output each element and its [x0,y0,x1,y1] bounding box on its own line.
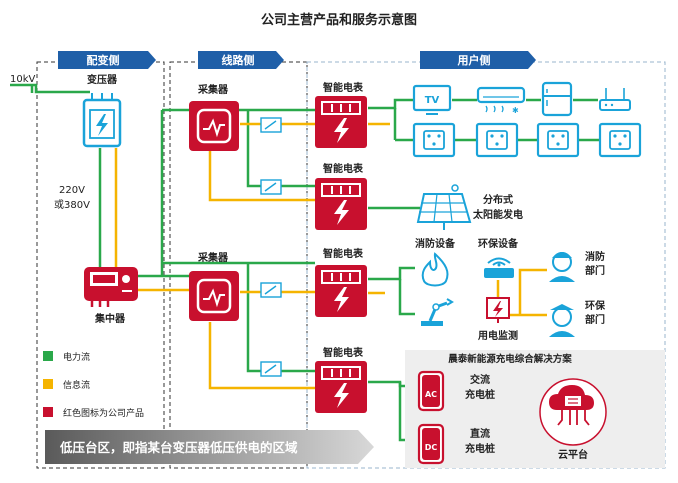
ac-icon-text: AC [425,390,437,399]
ev-solution-panel [405,350,665,468]
fire-dept-label-2: 部门 [585,264,605,277]
officer-icon [549,304,575,337]
env-equipment-label: 环保设备 [478,237,519,250]
env-dept-label-1: 环保 [585,299,606,312]
power-monitor-icon [486,297,510,323]
legend-info-swatch [43,379,53,389]
dc-icon-text: DC [425,443,438,452]
fire-equipment-label: 消防设备 [415,237,456,250]
meter-4-label: 智能电表 [323,346,364,359]
collector-2-label: 采集器 [197,251,229,264]
router-icon [599,88,631,111]
outlet-icon [536,122,580,158]
collector-2-icon [187,269,241,323]
lightning-icon [96,114,108,136]
line-header-label: 线路侧 [222,53,255,67]
solar-label-1: 分布式 [483,193,513,206]
transformer-label: 变压器 [87,73,118,86]
outlet-icon [598,122,642,158]
meter-3-icon [314,264,368,318]
switch-icon [260,117,282,133]
outlet-icon [475,122,519,158]
substation-header-label: 配变侧 [87,53,120,67]
ac-charger-icon: AC [417,370,445,412]
power-monitor-label: 用电监测 [477,329,518,342]
cloud-platform-icon [539,378,607,446]
ac-pile-label-1: 交流 [470,373,490,386]
outlet-icon [412,122,456,158]
meter-4-icon [314,360,368,414]
collector-1-icon [187,99,241,153]
air-conditioner-icon: ✱ [476,86,526,115]
robot-arm-icon [421,298,454,326]
user-header-label: 用户侧 [458,53,491,67]
legend: 电力流 信息流 红色图标为公司产品 [43,351,144,419]
fire-dept-label-1: 消防 [585,250,605,263]
transformer [82,93,122,148]
dc-pile-label-2: 充电桩 [465,442,495,455]
user-header: 用户侧 [420,51,536,69]
legend-red-label: 红色图标为公司产品 [63,407,144,419]
legend-red-swatch [43,407,53,417]
meter-3-label: 智能电表 [323,247,364,260]
voltage-out-label-1: 220V [59,185,85,196]
concentrator-label: 集中器 [94,312,126,325]
dc-charger-icon: DC [417,423,445,465]
legend-info-label: 信息流 [63,379,90,391]
legend-power-swatch [43,351,53,361]
voltage-out-label-2: 或380V [54,199,90,211]
banner-text: 低压台区，即指某台变压器低压供电的区域 [59,440,298,455]
refrigerator-icon [541,81,573,117]
meter-2-icon [314,177,368,231]
switch-icon [260,179,282,195]
substation-header: 配变侧 [58,51,156,69]
line-header: 线路侧 [198,51,284,69]
env-dept-label-2: 部门 [585,313,605,326]
meter-1-label: 智能电表 [323,81,364,94]
ac-pile-label-2: 充电桩 [465,388,495,401]
solar-panel-icon [416,184,472,230]
meter-2-label: 智能电表 [323,162,364,175]
switch-icon [260,361,282,377]
switch-icon [260,282,282,298]
cloud-platform-label: 云平台 [558,448,588,461]
diagram-title: 公司主营产品和服务示意图 [261,12,417,28]
svg-text:✱: ✱ [512,106,519,115]
dc-pile-label-1: 直流 [470,427,490,440]
tv-icon: TV [412,84,452,115]
wifi-device-icon [484,257,514,278]
flame-icon [421,252,449,287]
tv-label: TV [425,95,440,106]
firefighter-icon [549,252,575,282]
legend-power-label: 电力流 [63,351,90,363]
voltage-in-label: 10kV [10,74,36,85]
solar-label-2: 太阳能发电 [472,208,523,221]
meter-1-icon [314,95,368,149]
collector-1-label: 采集器 [197,83,229,96]
concentrator [84,267,138,307]
low-voltage-area-banner: 低压台区，即指某台变压器低压供电的区域 [45,430,374,464]
ev-solution-title: 晨泰新能源充电综合解决方案 [448,353,572,365]
